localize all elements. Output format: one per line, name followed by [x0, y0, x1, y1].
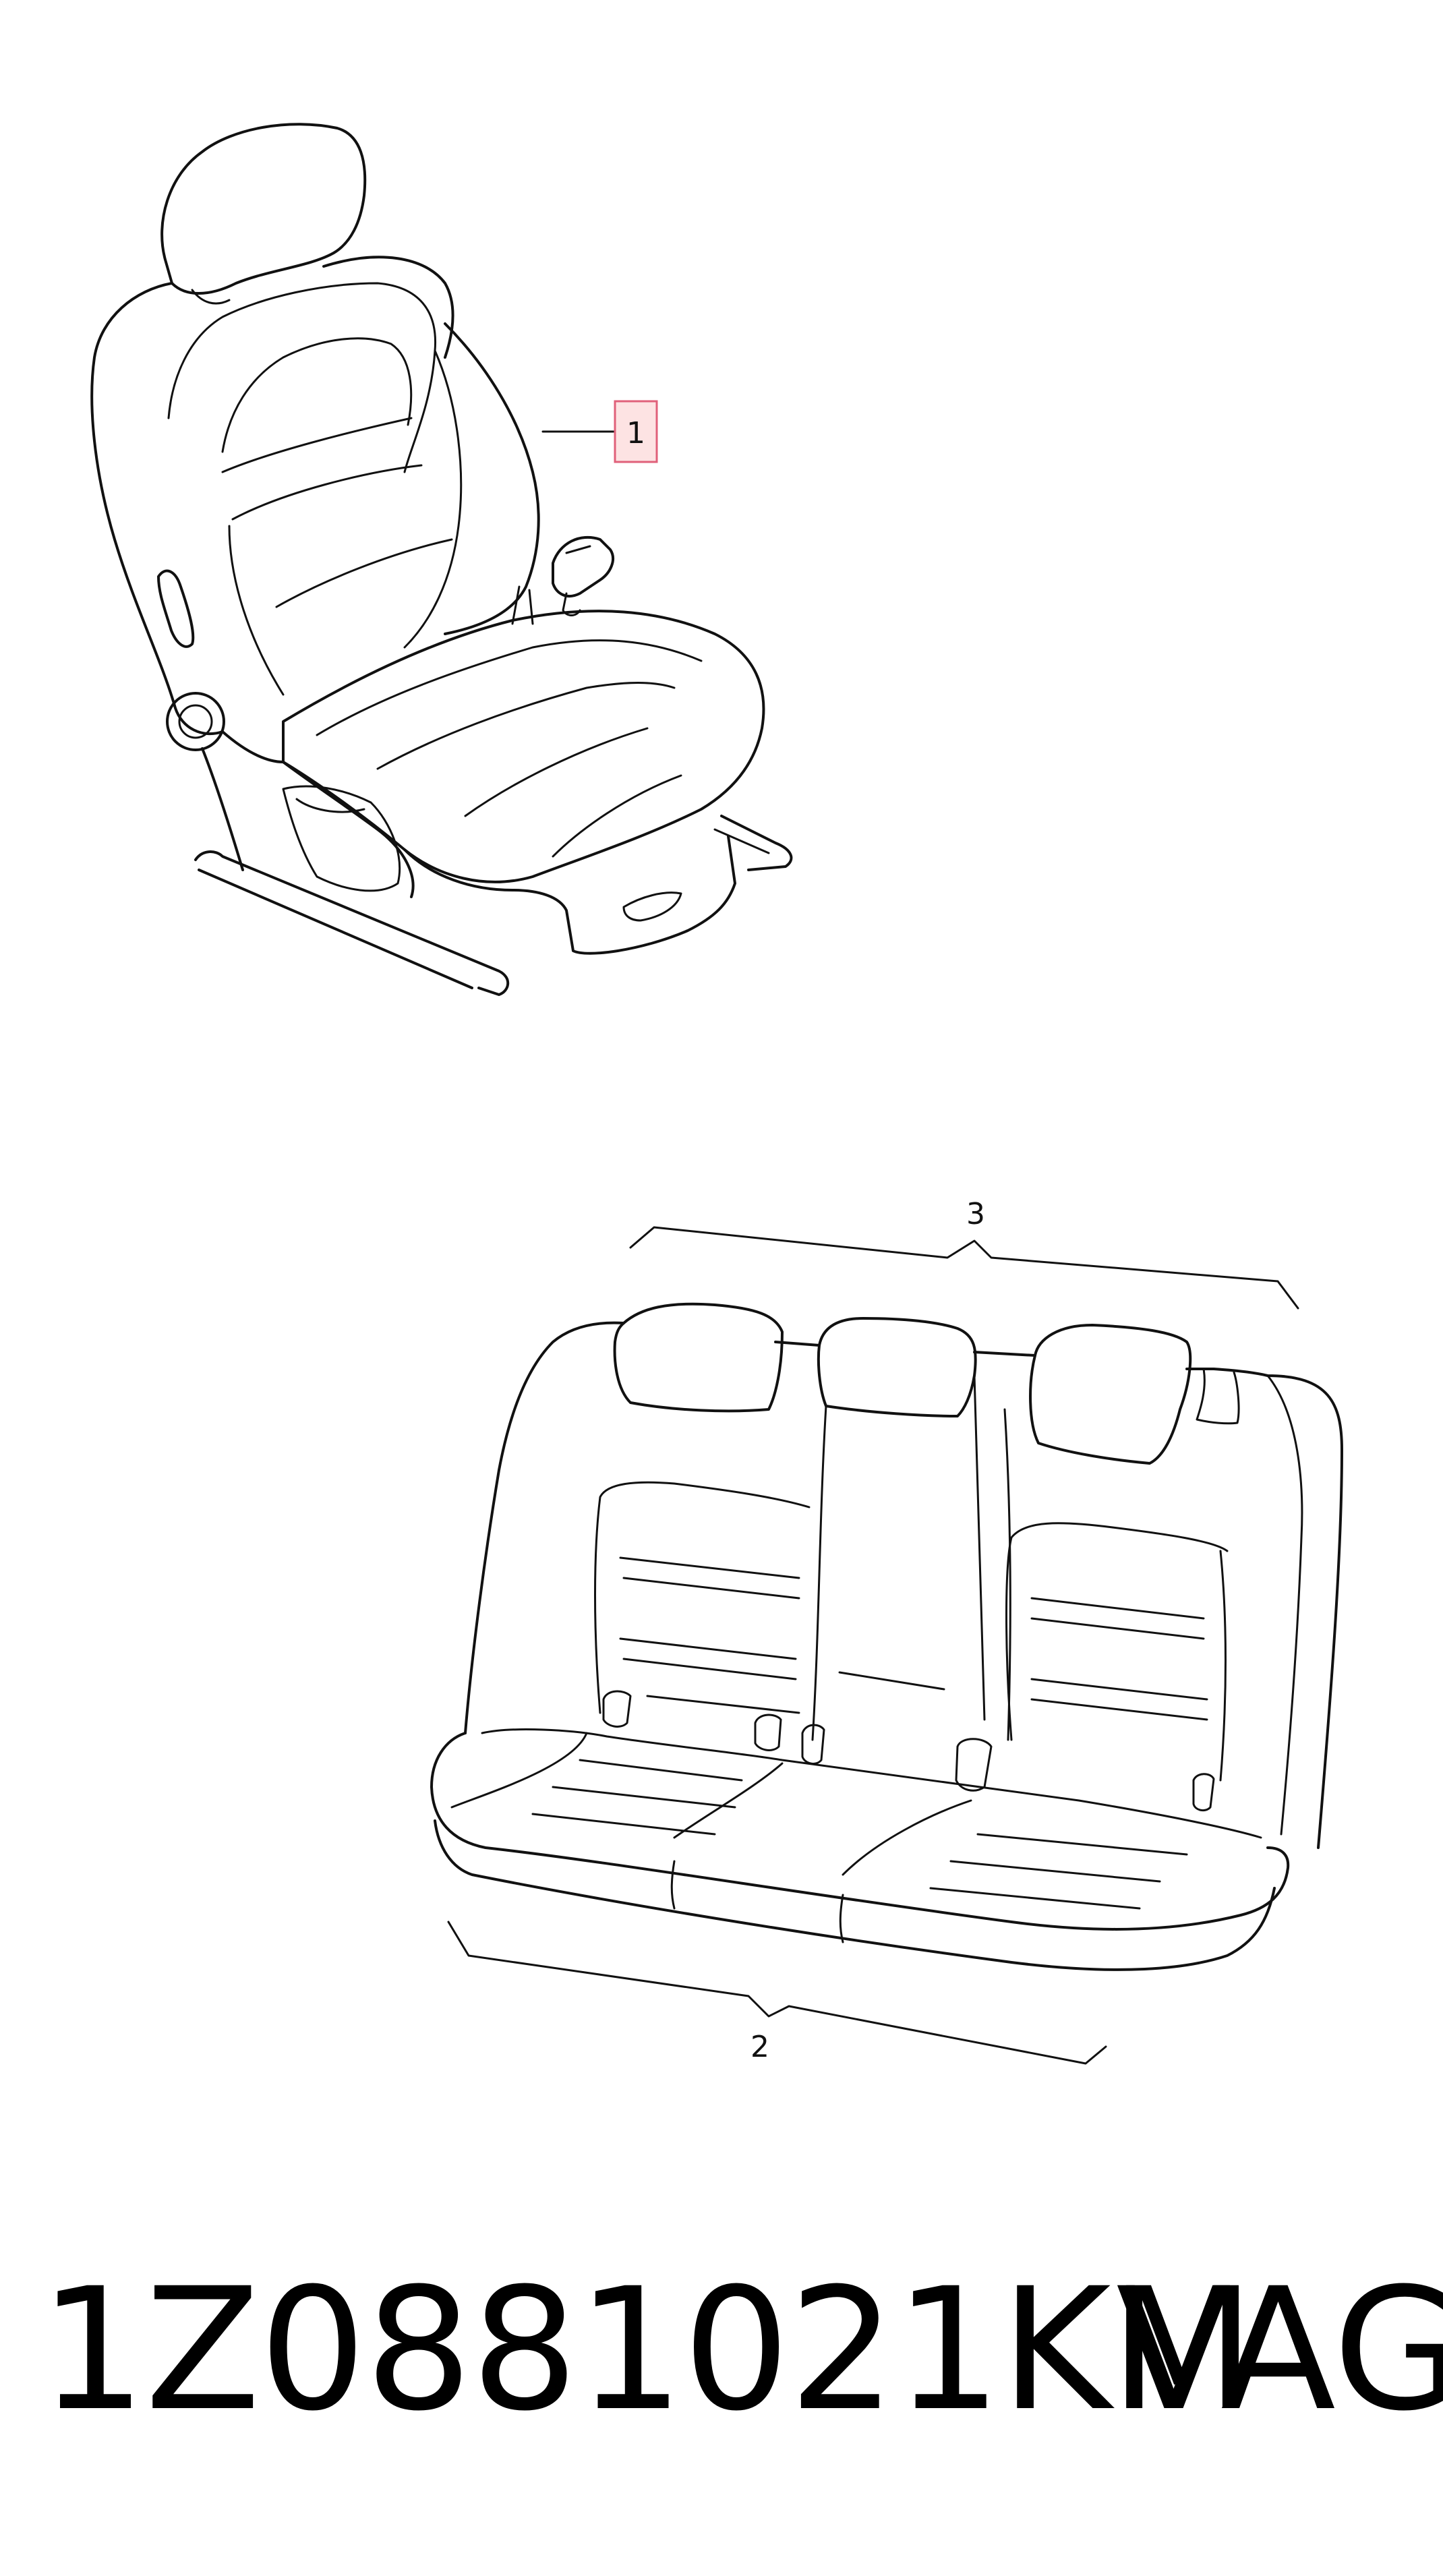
callout-3-label: 3 [966, 1197, 985, 1231]
part-number: 1Z0881021KM [39, 2252, 1255, 2448]
front-seat-illustration: 1 [90, 123, 793, 996]
parts-diagram: 1 3 [90, 123, 1343, 2065]
callout-1-label: 1 [626, 416, 645, 450]
rear-seat-illustration: 3 [430, 1197, 1343, 2065]
callout-1-highlight-box [614, 400, 658, 463]
manufacturer-name: VAG [1116, 2252, 1443, 2448]
callout-2-label: 2 [750, 2030, 769, 2064]
